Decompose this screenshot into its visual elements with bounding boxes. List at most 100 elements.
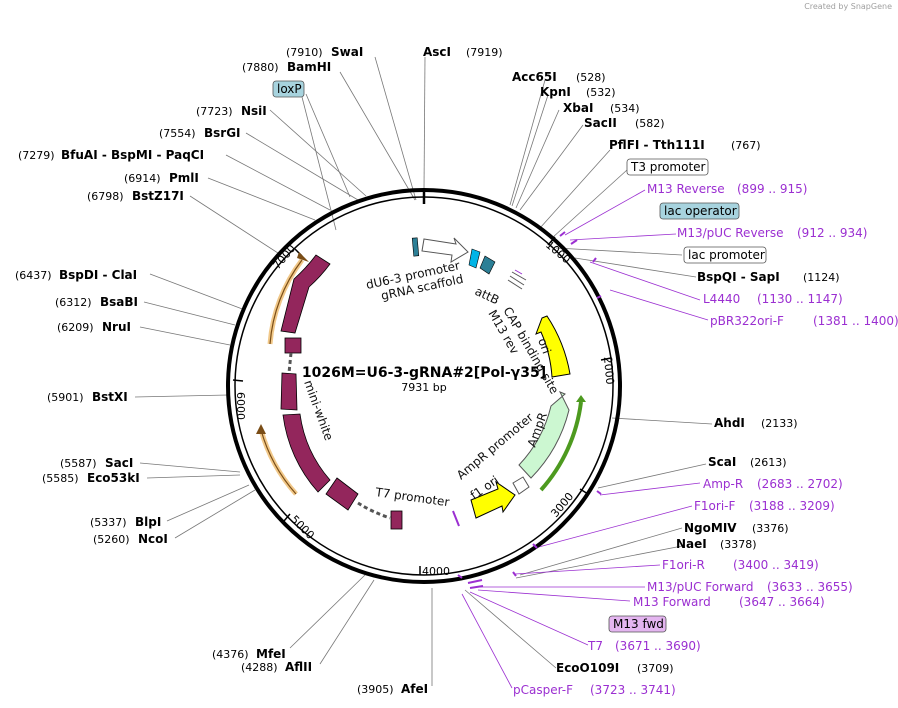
site-scai-pos: (2613) [750,456,787,469]
site-xbai-name: XbaI [563,101,593,115]
site-nrui-name: NruI [102,320,131,334]
site-bamhi-pos: (7880) [242,61,279,74]
primer-m13rev-name: M13 Reverse [647,182,725,196]
site-blpi-name: BlpI [135,515,161,529]
t3-promoter-box [626,158,709,176]
site-nrui-pos: (6209) [57,321,94,334]
ampr-promoter-label: AmpR promoter [454,410,536,482]
f1-ori-arrow [470,480,516,519]
site-sacii-name: SacII [584,116,617,130]
site-bstz17i-pos: (6798) [87,190,124,203]
site-afei-pos: (3905) [357,683,394,696]
site-kpni-pos: (532) [586,86,616,99]
site-pmli-pos: (6914) [124,172,161,185]
site-kpni-name: KpnI [540,85,571,99]
primer-t7-name: T7 [587,639,603,653]
miniwhite-exon-4 [282,413,331,493]
primer-pbr322-range: (1381 .. 1400) [813,314,898,328]
tick-2000: 2000 [601,356,616,385]
primer-m13pucrev-name: M13/pUC Reverse [677,226,784,240]
site-acc65i-name: Acc65I [512,70,557,84]
scale-ticks [232,189,612,575]
miniwhite-exon-6 [390,510,403,530]
boxed-labels: loxP T3 promoter lac operator lac promot… [272,80,767,633]
site-afei-name: AfeI [401,682,428,696]
site-bsrgi-pos: (7554) [159,127,196,140]
site-bspqi-pos: (1124) [803,271,840,284]
primer-f1orif-name: F1ori-F [694,499,735,513]
site-ncoi-name: NcoI [138,532,168,546]
site-blpi-pos: (5337) [90,516,127,529]
orange-arc-1-line [269,259,303,345]
primer-ampr-range: (2683 .. 2702) [757,477,843,491]
primer-pcasper-name: pCasper-F [513,683,573,697]
plasmid-name: 1026M=U6-3-gRNA#2[Pol-γ35] [302,365,546,381]
primer-pcasper-range: (3723 .. 3741) [590,683,676,697]
site-ngomiv-pos: (3376) [752,522,789,535]
site-naei-pos: (3378) [720,538,757,551]
du6-promoter-arrow [421,237,469,263]
primer-f1orif-range: (3188 .. 3209) [749,499,835,513]
primer-f1orir-range: (3400 .. 3419) [733,558,819,572]
site-scai-name: ScaI [708,455,736,469]
ampr-promoter-arrow [512,476,530,495]
primer-t7-range: (3671 .. 3690) [615,639,701,653]
site-bspdi-pos: (6437) [15,269,52,282]
site-bfuai-pos: (7279) [18,149,55,162]
site-acc65i-pos: (528) [576,71,606,84]
attb-block [479,255,496,275]
ori-arrow [535,315,571,378]
miniwhite-exon-2 [284,337,302,354]
site-eco53ki-pos: (5585) [42,472,79,485]
site-eco53ki-name: Eco53kI [87,471,140,485]
site-bstxi-pos: (5901) [47,391,84,404]
primer-marks [457,231,602,589]
site-aflii-name: AflII [285,660,312,674]
site-mfei-pos: (4376) [212,648,249,661]
site-naei-name: NaeI [676,537,707,551]
tick-4000: 4000 [422,565,450,578]
site-ngomiv-name: NgoMIV [684,521,737,535]
primer-l4440-range: (1130 .. 1147) [757,292,843,306]
miniwhite-label: mini-white [301,378,336,442]
t7-promoter-label: T7 promoter [374,485,451,509]
m13-fwd-box [608,615,667,633]
site-mfei-name: MfeI [256,647,286,661]
miniwhite-introns [287,352,391,520]
site-ncoi-pos: (5260) [93,533,130,546]
site-eco0109i-pos: (3709) [637,662,674,675]
t7-promoter-mark [452,510,460,527]
lac-promoter-label: lac promoter [688,248,765,262]
features-group [256,237,586,530]
miniwhite-exon-5 [325,477,359,511]
primer-m13rev-range: (899 .. 915) [737,182,807,196]
site-swai-name: SwaI [331,45,363,59]
t3-promoter-label: T3 promoter [630,160,706,174]
grna-scaffold-block [468,248,481,269]
site-saci-name: SacI [105,456,133,470]
ampr-orf-head [576,395,586,402]
miniwhite-exon-1 [280,254,331,334]
primer-l4440-name: L4440 [703,292,740,306]
site-eco0109i-name: EcoO109I [556,661,619,675]
site-nsii-name: NsiI [241,104,267,118]
site-pmli-name: PmlI [169,171,199,185]
site-bspqi-name: BspQI - SapI [697,270,780,284]
site-saci-pos: (5587) [60,457,97,470]
site-ahdi-name: AhdI [714,416,745,430]
primer-ampr-name: Amp-R [703,477,743,491]
primer-m13pucfwd-name: M13/pUC Forward [647,580,754,594]
ampr-orf [539,401,583,492]
primer-m13fwd-name: M13 Forward [633,595,711,609]
site-ahdi-pos: (2133) [761,417,798,430]
du6-marker [411,237,420,257]
site-xbai-pos: (534) [610,102,640,115]
ampr-arrow [518,391,570,479]
orange-arc-1-head [297,252,309,262]
lac-promoter-box [683,246,767,264]
orange-arc-2-head [256,424,266,434]
site-bstxi-name: BstXI [92,390,128,404]
ori-label: ori [535,336,553,355]
lac-operator-box [659,202,740,220]
